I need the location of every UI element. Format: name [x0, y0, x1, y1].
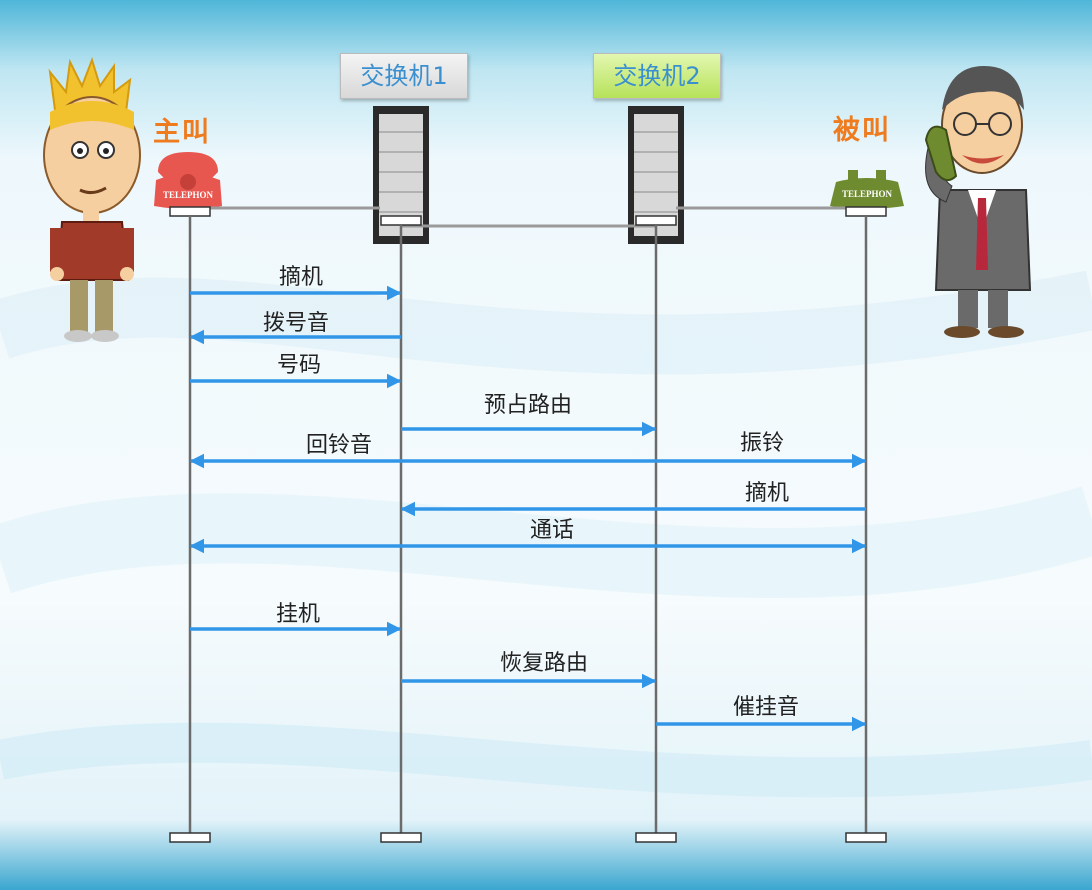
callee-phone-text: TELEPHON — [842, 189, 893, 199]
caller-label: 主叫 — [153, 117, 211, 148]
callee-person-illustration — [924, 66, 1032, 338]
switch2-label: 交换机2 — [593, 53, 721, 99]
message-label-ringback: 回铃音 — [306, 433, 373, 458]
switch2-lifeline — [635, 215, 677, 843]
switch1-lifeline — [380, 215, 422, 843]
message-label-restore-route: 恢复路由 — [500, 651, 589, 676]
callee-telephone-icon: TELEPHON — [830, 170, 904, 209]
callee-label: 被叫 — [833, 115, 891, 146]
switch1-label: 交换机1 — [340, 53, 468, 99]
message-label-dialtone: 拨号音 — [263, 311, 330, 336]
message-label-offhook-caller: 摘机 — [279, 265, 324, 290]
message-label-offhook-callee: 摘机 — [745, 481, 790, 506]
message-label-talk: 通话 — [530, 518, 575, 543]
caller-person-illustration — [43, 56, 141, 342]
message-label-howler-tone: 催挂音 — [733, 695, 800, 720]
caller-phone-text: TELEPHON — [163, 190, 214, 200]
message-label-number: 号码 — [277, 353, 322, 378]
message-label-ringing: 振铃 — [740, 431, 785, 456]
message-label-onhook: 挂机 — [276, 602, 321, 627]
caller-telephone-icon: TELEPHON — [154, 152, 222, 209]
message-label-reserve-route: 预占路由 — [484, 393, 573, 418]
caller-lifeline — [169, 206, 211, 843]
callee-lifeline — [845, 206, 887, 843]
